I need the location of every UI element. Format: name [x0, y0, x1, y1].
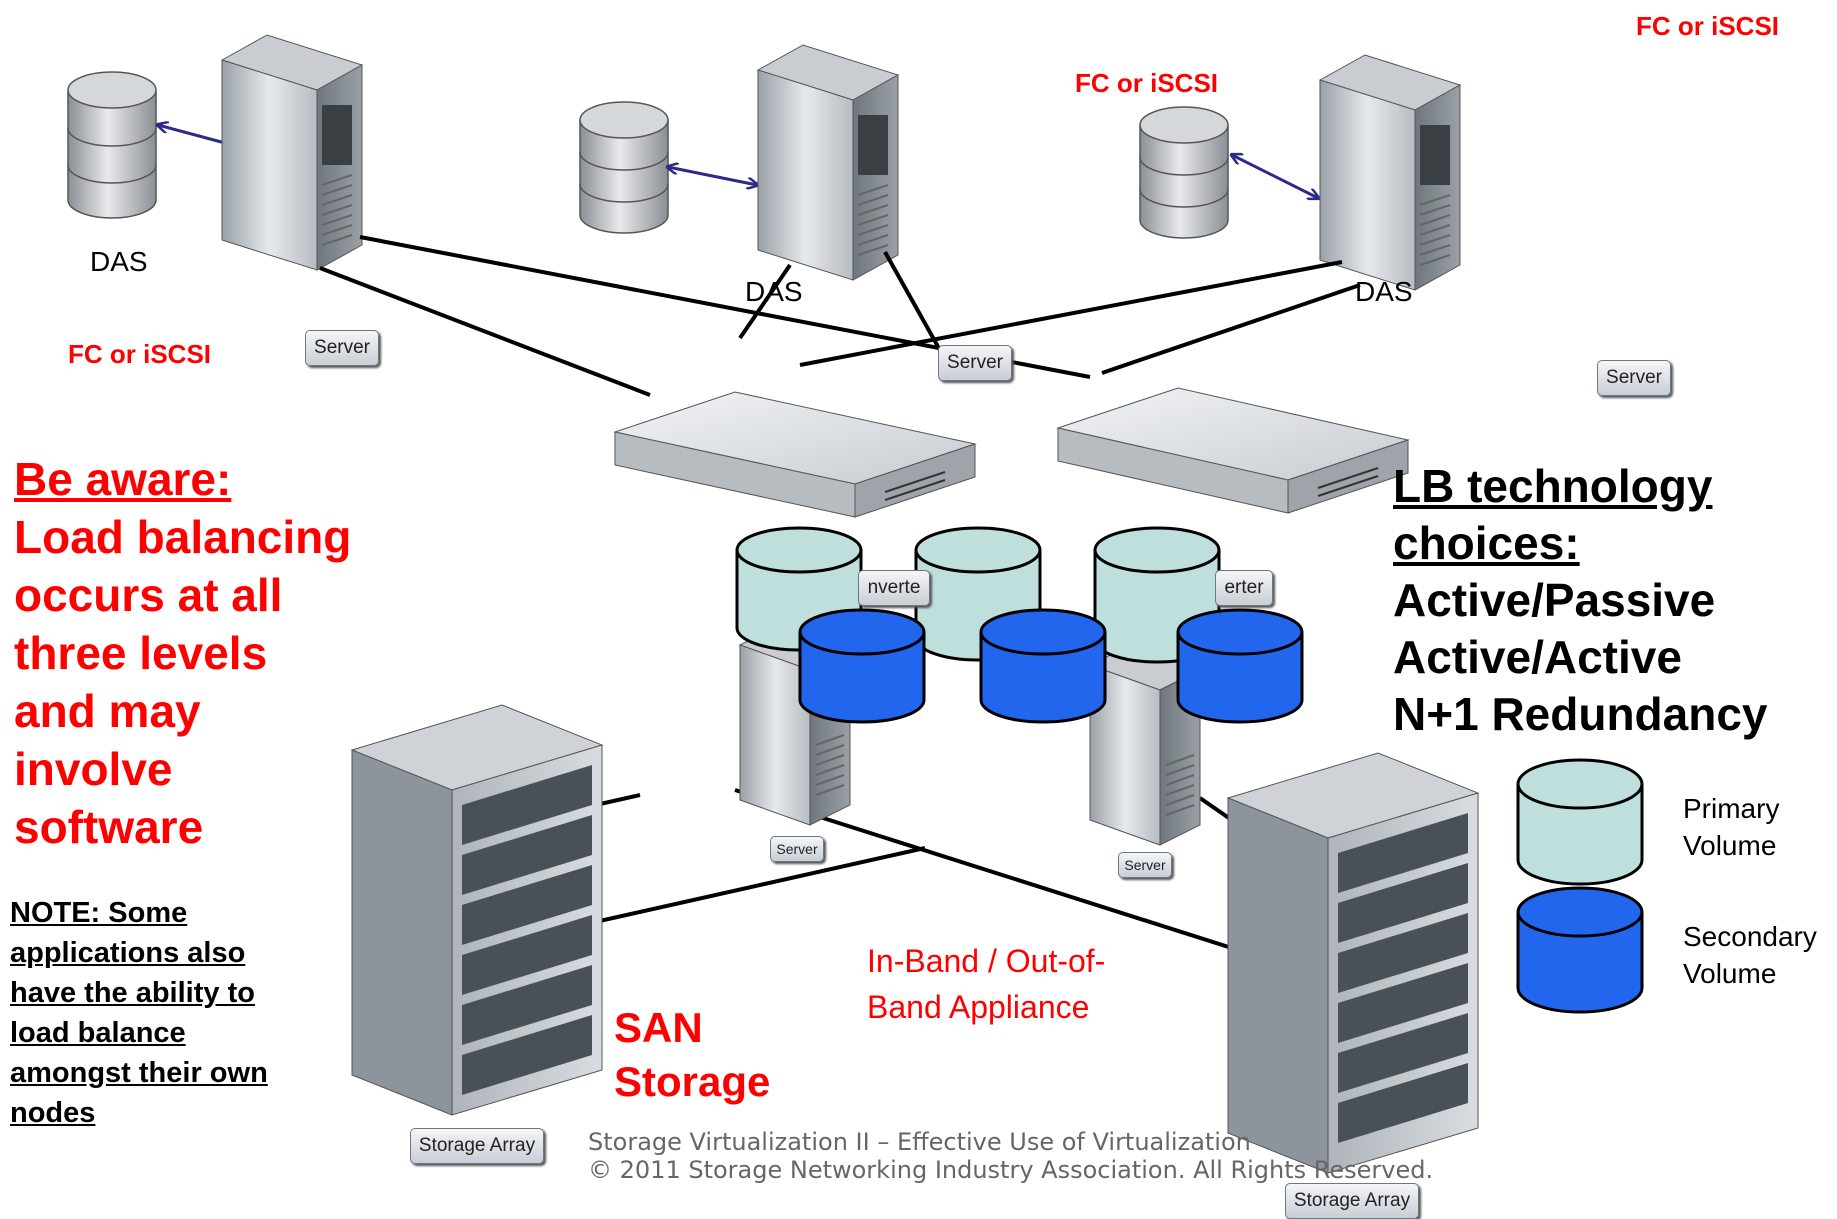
das-disk-icon — [579, 101, 669, 234]
switch-label-partial: nverte — [858, 570, 930, 606]
note-line: nodes — [10, 1097, 96, 1129]
fc-or-iscsi-label: FC or iSCSI — [1075, 68, 1219, 98]
lb-choice-item: Active/Passive — [1393, 574, 1716, 626]
footer-line-2: © 2011 Storage Networking Industry Assoc… — [588, 1156, 1434, 1184]
legend-secondary-cylinder — [1516, 886, 1644, 1014]
das-link-arrow — [1232, 155, 1318, 198]
fc-or-iscsi-label: FC or iSCSI — [68, 339, 212, 369]
legend-primary-label: Primary Volume — [1683, 790, 1779, 864]
lb-choice-item: Active/Active — [1393, 631, 1682, 683]
secondary-volume-cylinder — [798, 608, 926, 724]
note-line: applications also — [10, 937, 246, 969]
das-link-arrow — [668, 167, 757, 185]
das-link-arrow — [158, 125, 226, 145]
legend-primary-cylinder — [1516, 758, 1644, 886]
legend-primary-line: Primary — [1683, 793, 1780, 824]
das-disk-icon — [67, 71, 157, 219]
secondary-volume-cylinder — [1176, 608, 1304, 724]
be-aware-block: Be aware: Load balancing occurs at all t… — [14, 450, 351, 856]
note-line: NOTE: Some — [10, 897, 188, 929]
note-block: NOTE: Some applications also have the ab… — [10, 893, 268, 1133]
legend-secondary-line: Volume — [1683, 958, 1777, 989]
das-disk-icon — [1139, 106, 1229, 239]
be-aware-line: software — [14, 801, 204, 853]
lb-choices-block: LB technology choices: Active/Passive Ac… — [1393, 458, 1768, 743]
note-line: have the ability to — [10, 977, 255, 1009]
lb-choices-title: LB technology — [1393, 460, 1713, 512]
appliance-label-line: Band Appliance — [867, 989, 1090, 1025]
fc-switch-icon — [1056, 387, 1410, 514]
be-aware-line: three levels — [14, 627, 268, 679]
legend-secondary-label: Secondary Volume — [1683, 918, 1817, 992]
san-storage-label: SAN Storage — [614, 1001, 770, 1109]
server-tower-icon — [756, 44, 900, 281]
be-aware-line: and may — [14, 685, 201, 737]
be-aware-title: Be aware: — [14, 453, 232, 505]
storage-array-label: Storage Array — [410, 1128, 544, 1164]
san-storage-line: Storage — [614, 1058, 771, 1105]
das-label: DAS — [1355, 276, 1413, 307]
server-label: Server — [305, 330, 379, 366]
be-aware-line: occurs at all — [14, 569, 283, 621]
appliance-server-label: Server — [770, 836, 824, 862]
be-aware-line: Load balancing — [14, 511, 352, 563]
legend-secondary-line: Secondary — [1683, 921, 1817, 952]
lb-choice-item: N+1 Redundancy — [1393, 688, 1768, 740]
appliance-label: In-Band / Out-of- Band Appliance — [867, 938, 1105, 1030]
secondary-volume-cylinder — [979, 608, 1107, 724]
storage-array-icon — [350, 704, 604, 1116]
appliance-server-icon — [1088, 644, 1202, 846]
server-label: Server — [1597, 360, 1671, 396]
server-tower-icon — [220, 34, 364, 271]
san-storage-line: SAN — [614, 1004, 703, 1051]
storage-array-icon — [1226, 752, 1480, 1174]
server-label: Server — [938, 345, 1012, 381]
footer: Storage Virtualization II – Effective Us… — [588, 1128, 1433, 1184]
appliance-server-label: Server — [1118, 852, 1172, 878]
das-label: DAS — [90, 246, 148, 277]
appliance-label-line: In-Band / Out-of- — [867, 943, 1106, 979]
switch-label-partial: erter — [1215, 570, 1273, 606]
footer-line-1: Storage Virtualization II – Effective Us… — [588, 1128, 1251, 1156]
note-line: load balance — [10, 1017, 186, 1049]
fc-or-iscsi-label: FC or iSCSI — [1636, 11, 1780, 41]
das-label: DAS — [745, 276, 803, 307]
server-tower-icon — [1318, 54, 1462, 291]
legend-primary-line: Volume — [1683, 830, 1777, 861]
note-line: amongst their own — [10, 1057, 268, 1089]
be-aware-line: involve — [14, 743, 173, 795]
lb-choices-title: choices: — [1393, 517, 1580, 569]
storage-array-label: Storage Array — [1285, 1183, 1419, 1219]
fc-switch-icon — [613, 391, 977, 518]
